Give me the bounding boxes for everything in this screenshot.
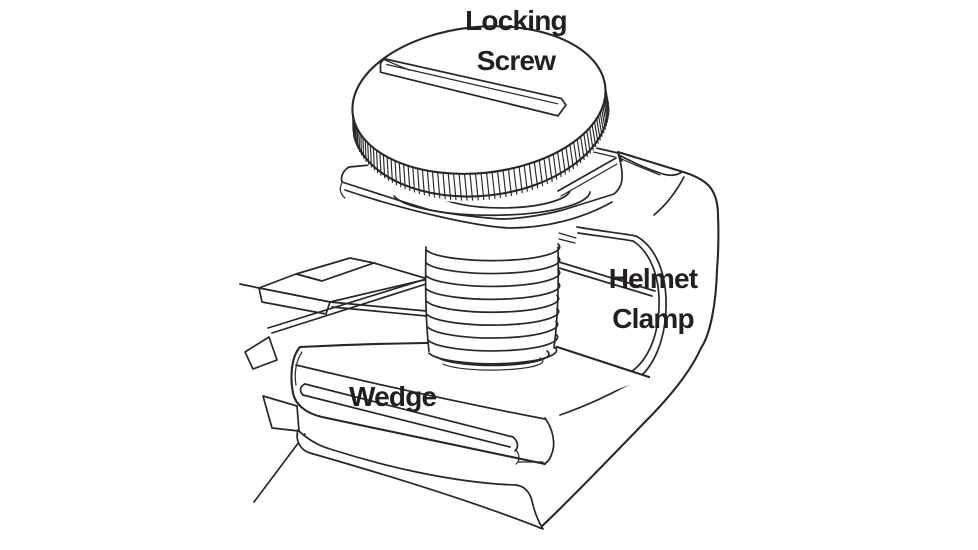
locking-screw-knob	[351, 25, 610, 203]
wedge-block	[290, 341, 651, 466]
knob-silhouette	[352, 107, 610, 198]
wedge-groove	[299, 383, 544, 465]
screw-slot	[379, 57, 567, 117]
clamp-bottom-jaw	[296, 429, 544, 530]
clamp-front-wall-edge	[557, 157, 617, 192]
rail-front-face	[258, 287, 331, 315]
rail-lower-facet	[262, 395, 300, 432]
screw-threads	[424, 243, 561, 371]
rail-scrap-facet	[244, 336, 278, 370]
knob-top-face	[351, 25, 607, 175]
clamp-outer-edge	[538, 150, 720, 530]
rail-mount	[239, 257, 438, 503]
jaw-front-face	[296, 429, 544, 530]
shaft-boss-arc	[436, 350, 550, 367]
rail-edge-line	[253, 433, 306, 503]
